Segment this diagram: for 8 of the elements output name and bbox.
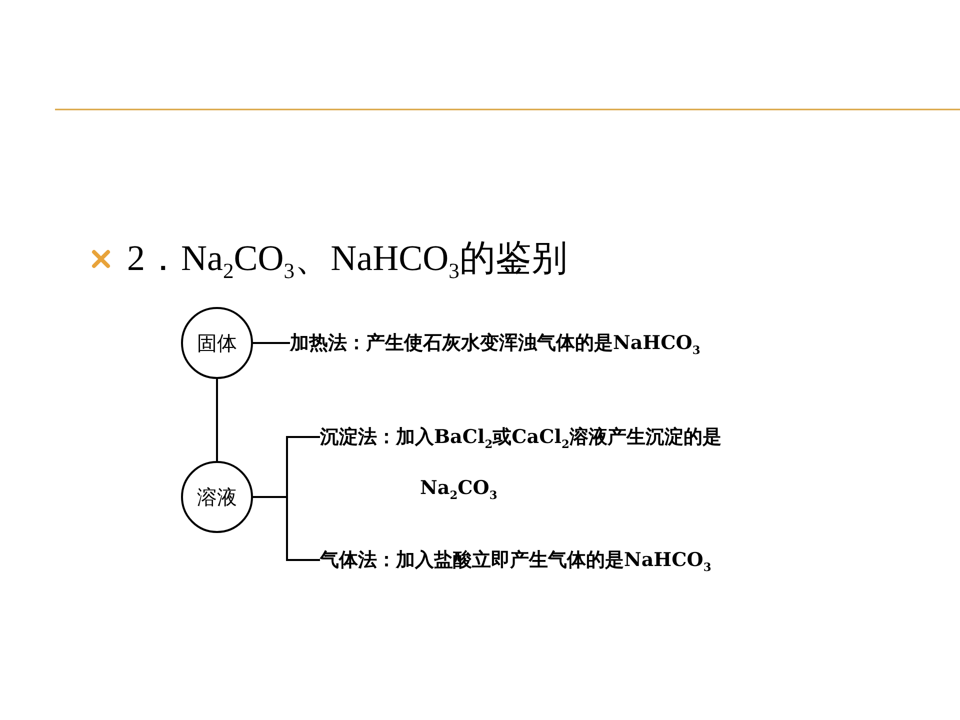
slide-title: 2．Na$_{2}$CO$_{3}$、NaHCO$_{3}$的鉴别 (127, 237, 568, 284)
method-text: 沉淀法：加入BaCl$_{2}$或CaCl$_{2}$溶液产生沉淀的是Na$_{2}$CO$_{3}$ (320, 415, 750, 517)
circle-node: 固体 (181, 307, 253, 379)
method-text: 气体法：加入盐酸立即产生气体的是NaHCO$_{3}$ (320, 538, 880, 589)
connector-line (253, 342, 290, 344)
method-text: 加热法：产生使石灰水变浑浊气体的是NaHCO$_{3}$ (290, 321, 850, 372)
circle-node: 溶液 (181, 461, 253, 533)
connector-line (216, 379, 218, 461)
